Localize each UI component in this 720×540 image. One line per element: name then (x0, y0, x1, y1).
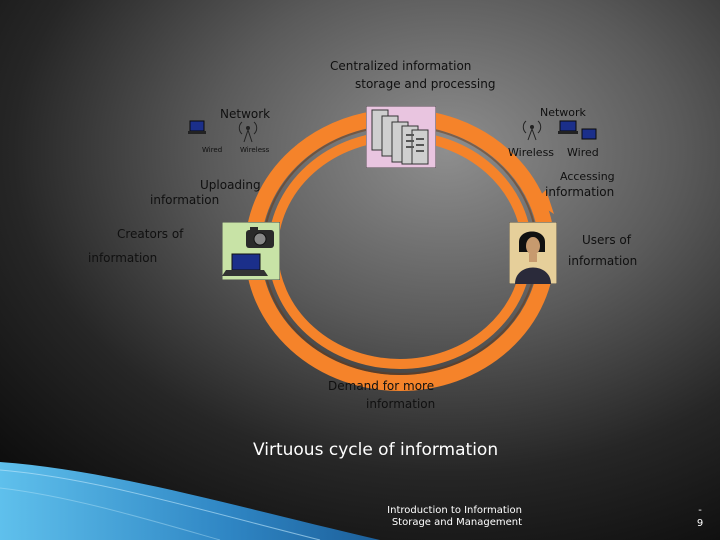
creators-line2: information (88, 251, 158, 265)
server-slots (406, 134, 424, 152)
footer-line2: Storage and Management (391, 517, 522, 528)
left-network-title: Network (220, 107, 271, 121)
accessing-line2: information (545, 185, 615, 199)
users-line1: Users of (582, 233, 631, 247)
server-icon (371, 109, 429, 165)
right-network-title: Network (540, 106, 586, 119)
antenna-icon (238, 121, 258, 143)
center-label-line1: Centralized information (330, 59, 472, 73)
footer-wave-line (0, 469, 321, 540)
left-network-icons (188, 120, 258, 143)
accessing-line1: Accessing (560, 170, 615, 183)
demand-line2: information (366, 397, 436, 411)
left-network-wired: Wired (202, 146, 223, 154)
demand-line1: Demand for more (328, 379, 435, 393)
creators-image (222, 222, 280, 280)
person-icon (515, 231, 551, 284)
uploading-line2: information (150, 193, 220, 207)
computer-icon (559, 120, 577, 132)
footer-wave (0, 462, 380, 540)
right-network-icons (522, 120, 597, 141)
creators-line1: Creators of (117, 227, 184, 241)
users-image (509, 222, 557, 284)
keyboard-icon (558, 131, 578, 134)
right-network-wireless: Wireless (508, 146, 555, 159)
camera-icon (246, 227, 274, 248)
antenna-icon (522, 120, 542, 141)
right-network-wired: Wired (567, 146, 599, 159)
computer-icon (581, 128, 597, 140)
slide-caption: Virtuous cycle of information (253, 440, 499, 460)
keyboard-icon (188, 131, 206, 134)
computer-icon (189, 120, 205, 132)
center-label-line2: storage and processing (355, 77, 496, 91)
users-line2: information (568, 254, 638, 268)
uploading-line1: Uploading (200, 178, 261, 192)
laptop-icon (222, 253, 268, 276)
footer-wave-line (0, 487, 221, 540)
server-rack-image (366, 106, 436, 168)
footer-line1: Introduction to Information (387, 505, 522, 516)
slide-number-dash: - (698, 505, 702, 516)
ring-inner (268, 131, 532, 369)
arrow-head (534, 190, 554, 214)
slide-number: 9 (696, 518, 704, 529)
left-network-wireless: Wireless (240, 146, 270, 154)
